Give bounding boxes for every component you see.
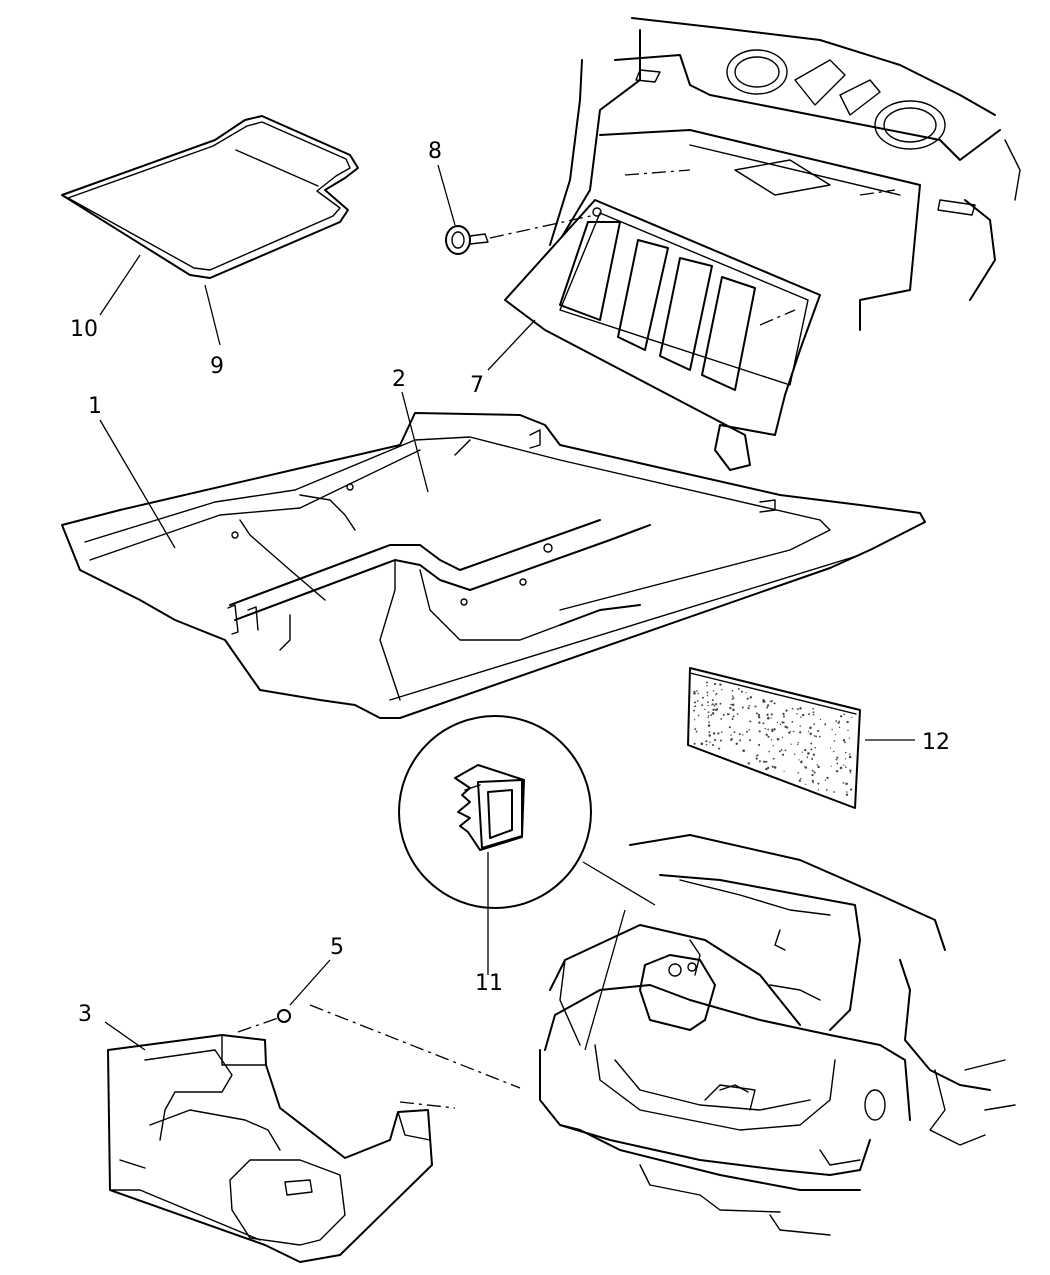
callout-9: 9	[210, 354, 224, 379]
trunk-liner	[107, 1004, 521, 1263]
callout-5: 5	[330, 935, 344, 960]
rear-shelf-area	[504, 17, 1021, 471]
callout-8: 8	[428, 139, 442, 164]
insulation-pad	[687, 667, 861, 809]
callout-labels: 1 2 3 5 7 8 9 10 11 12	[70, 139, 950, 1027]
callout-12: 12	[922, 730, 950, 755]
callout-10: 10	[70, 317, 98, 342]
floor-carpet	[61, 412, 926, 719]
callout-7: 7	[470, 373, 484, 398]
callout-3: 3	[78, 1002, 92, 1027]
pad-texture	[693, 681, 853, 796]
floor-mat	[61, 115, 359, 279]
retainer-clip-detail	[398, 715, 656, 1051]
callout-2: 2	[392, 367, 406, 392]
car-trunk-overview	[539, 834, 1016, 1236]
push-pin-fastener	[445, 214, 596, 255]
callout-1: 1	[88, 394, 102, 419]
callout-11: 11	[475, 971, 503, 996]
leader-lines	[99, 164, 915, 1051]
